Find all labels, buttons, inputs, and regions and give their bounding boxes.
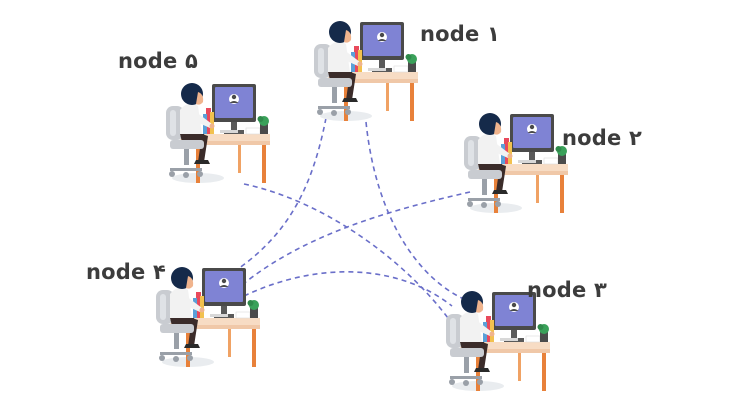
node-1-label: node ۱ bbox=[420, 22, 500, 46]
link-node1-node4 bbox=[217, 117, 327, 283]
node-5-label: node ۵ bbox=[118, 49, 198, 73]
node-3-label: node ۳ bbox=[527, 278, 607, 302]
connection-links bbox=[217, 117, 471, 319]
workstation-node-4 bbox=[155, 266, 261, 368]
link-node1-node3 bbox=[365, 121, 467, 301]
link-node4-node3 bbox=[243, 271, 453, 307]
node-2-label: node ۲ bbox=[562, 126, 642, 150]
workstations bbox=[155, 20, 569, 392]
workstation-node-3 bbox=[445, 290, 551, 392]
link-node5-node3 bbox=[243, 183, 449, 319]
workstation-node-2 bbox=[463, 112, 569, 214]
node-4-label: node ۴ bbox=[86, 260, 166, 284]
workstation-node-1 bbox=[313, 20, 419, 122]
workstation-node-5 bbox=[165, 82, 271, 184]
